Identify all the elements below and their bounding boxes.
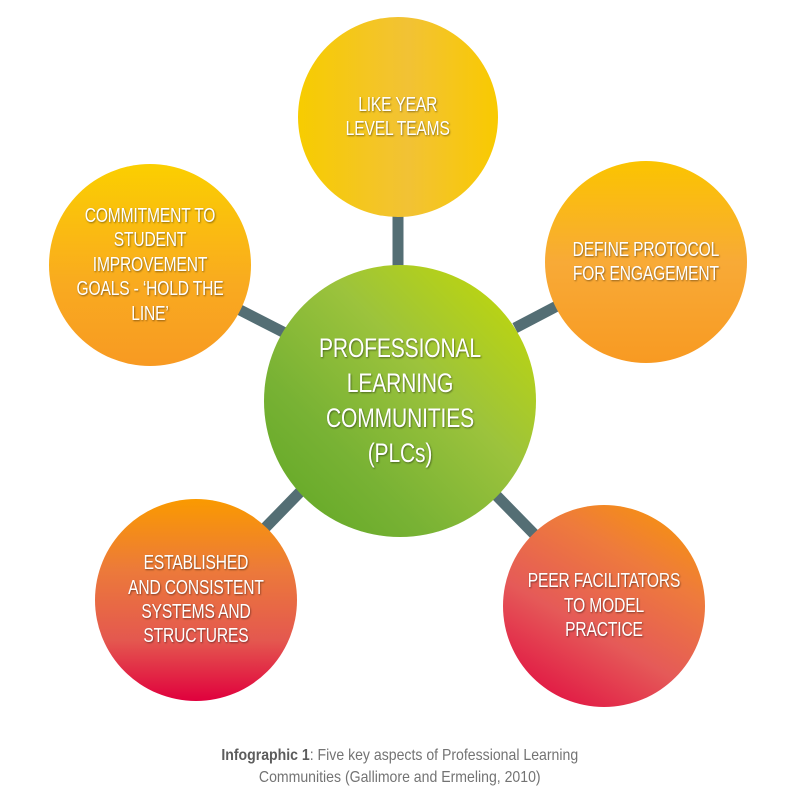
- connector-right: [512, 301, 560, 333]
- node-like-year-level-teams: LIKE YEAR LEVEL TEAMS: [298, 17, 498, 217]
- node-label: PEER FACILITATORS TO MODEL PRACTICE: [527, 570, 681, 642]
- connector-left: [237, 305, 288, 338]
- center-label: PROFESSIONAL LEARNING COMMUNITIES (PLCs): [319, 332, 481, 469]
- node-center-plc: PROFESSIONAL LEARNING COMMUNITIES (PLCs): [264, 265, 536, 537]
- node-label: LIKE YEAR LEVEL TEAMS: [345, 93, 451, 140]
- node-peer-facilitators: PEER FACILITATORS TO MODEL PRACTICE: [503, 505, 705, 707]
- caption-text: : Five key aspects of Professional Learn…: [309, 747, 579, 764]
- node-label: ESTABLISHED AND CONSISTENT SYSTEMS AND S…: [128, 552, 264, 648]
- figure-caption: Infographic 1: Five key aspects of Profe…: [0, 745, 800, 789]
- node-define-protocol: DEFINE PROTOCOL FOR ENGAGEMENT: [545, 161, 747, 363]
- caption-bold: Infographic 1: [221, 747, 310, 764]
- node-label: COMMITMENT TO STUDENT IMPROVEMENT GOALS …: [76, 205, 224, 325]
- caption-line2: Communities (Gallimore and Ermeling, 201…: [259, 769, 541, 786]
- connector-bottom-right: [488, 487, 539, 539]
- connector-bottom-left: [261, 486, 306, 532]
- node-established-systems: ESTABLISHED AND CONSISTENT SYSTEMS AND S…: [95, 499, 297, 701]
- node-label: DEFINE PROTOCOL FOR ENGAGEMENT: [572, 238, 720, 285]
- node-commitment-to-goals: COMMITMENT TO STUDENT IMPROVEMENT GOALS …: [49, 164, 251, 366]
